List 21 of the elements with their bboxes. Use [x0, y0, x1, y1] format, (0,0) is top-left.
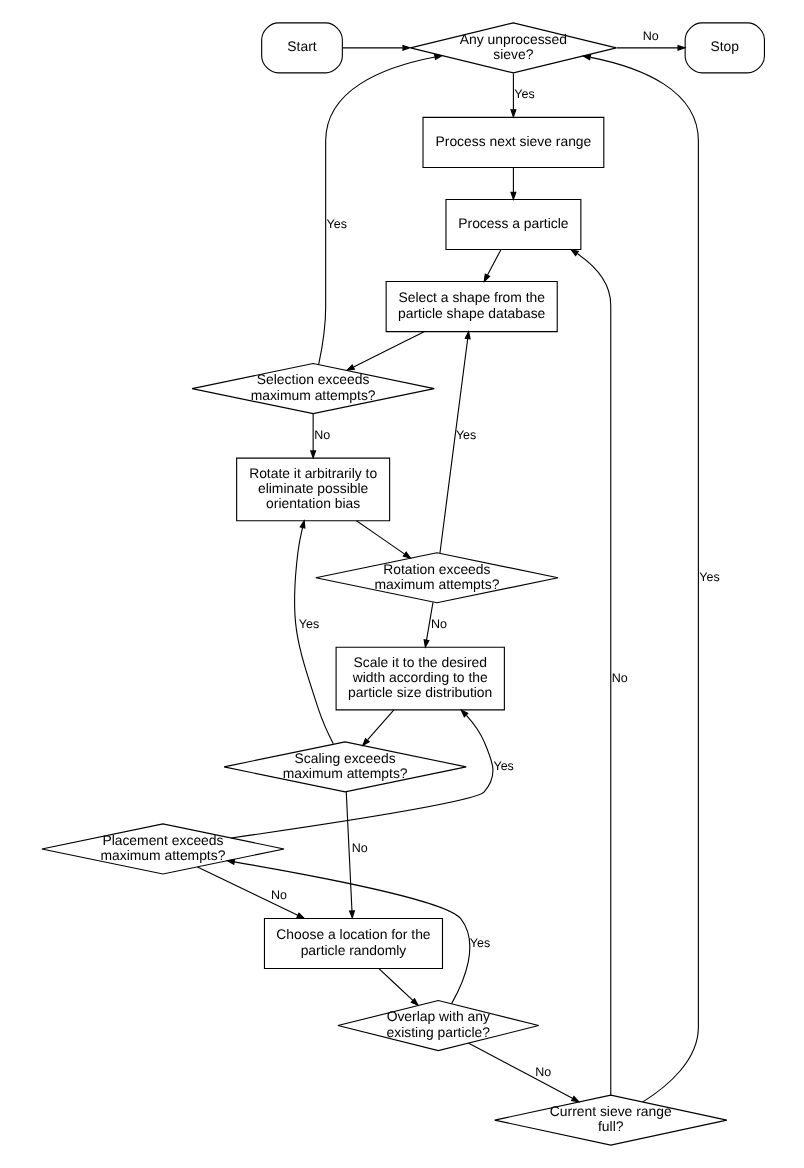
arrow — [354, 520, 411, 559]
arrow — [360, 709, 394, 747]
arrow — [340, 44, 411, 52]
arrow — [482, 249, 501, 283]
arrow — [580, 54, 698, 1103]
arrow — [195, 866, 305, 920]
arrow — [377, 968, 419, 1007]
arrow — [467, 1042, 580, 1103]
arrow — [224, 858, 470, 1005]
arrow — [229, 708, 493, 839]
arrow — [422, 601, 433, 649]
arrow — [292, 519, 333, 745]
arrow — [344, 331, 424, 371]
arrow — [568, 248, 611, 1096]
arrow — [615, 44, 686, 52]
arrow — [509, 167, 516, 202]
arrow — [308, 413, 316, 460]
arrow — [438, 330, 470, 554]
arrow — [317, 53, 443, 366]
arrow — [509, 72, 516, 119]
arrow — [344, 791, 355, 920]
